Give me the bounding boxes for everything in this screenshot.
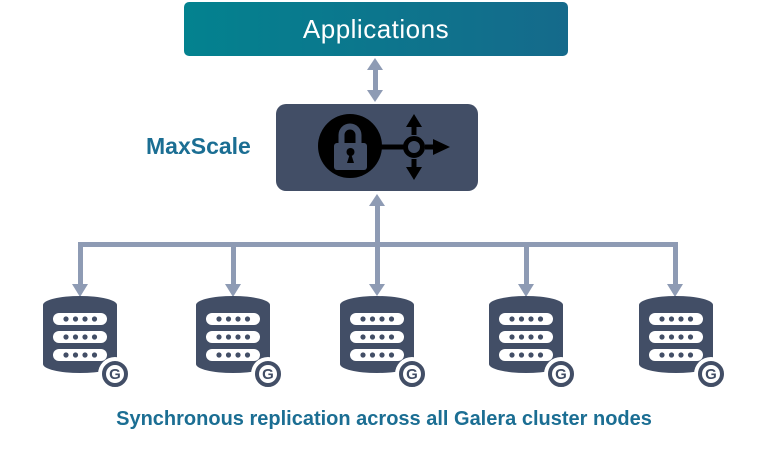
arrowhead-down-icon: [369, 284, 385, 296]
arrowhead-down-icon: [518, 284, 534, 297]
database-icon: [43, 296, 117, 373]
galera-badge: G: [255, 361, 281, 387]
router-icon: [379, 114, 450, 180]
arrow-shaft: [77, 242, 83, 284]
galera-badge: G: [102, 361, 128, 387]
arrowhead-down-icon: [225, 284, 241, 297]
galera-node: G: [340, 296, 440, 406]
galera-node: G: [196, 296, 296, 406]
arrowhead-up-icon: [367, 58, 383, 70]
database-icon: [489, 296, 563, 373]
maxscale-label: MaxScale: [146, 133, 251, 159]
down-arrow-node-2: [225, 242, 241, 297]
bidirectional-arrow-apps-maxscale: [367, 58, 383, 102]
galera-badge: G: [399, 361, 425, 387]
caption-text: Synchronous replication across all Galer…: [116, 408, 652, 430]
arrow-shaft: [372, 70, 378, 90]
database-icon: [639, 296, 713, 373]
maxscale-icons: [318, 114, 450, 180]
arrowhead-down-icon: [72, 284, 88, 297]
galera-badge: G: [698, 361, 724, 387]
galera-badge: G: [548, 361, 574, 387]
galera-node: G: [43, 296, 143, 406]
arrowhead-up-icon: [369, 194, 385, 206]
applications-label: Applications: [302, 13, 450, 44]
arrow-shaft: [523, 242, 529, 284]
arrow-shaft: [672, 242, 678, 284]
arrowhead-down-icon: [367, 90, 383, 102]
lock-icon: [318, 114, 382, 178]
down-arrow-node-1: [72, 242, 88, 297]
galera-node: G: [639, 296, 739, 406]
down-arrow-node-5: [667, 242, 683, 297]
database-icon: [340, 296, 414, 373]
arrow-shaft: [374, 206, 380, 284]
bidirectional-arrow-maxscale-cluster: [369, 194, 385, 296]
arrow-shaft: [230, 242, 236, 284]
applications-box: Applications: [184, 2, 568, 56]
down-arrow-node-4: [518, 242, 534, 297]
galera-node: G: [489, 296, 589, 406]
arrowhead-down-icon: [667, 284, 683, 297]
maxscale-box: [276, 104, 478, 191]
database-icon: [196, 296, 270, 373]
